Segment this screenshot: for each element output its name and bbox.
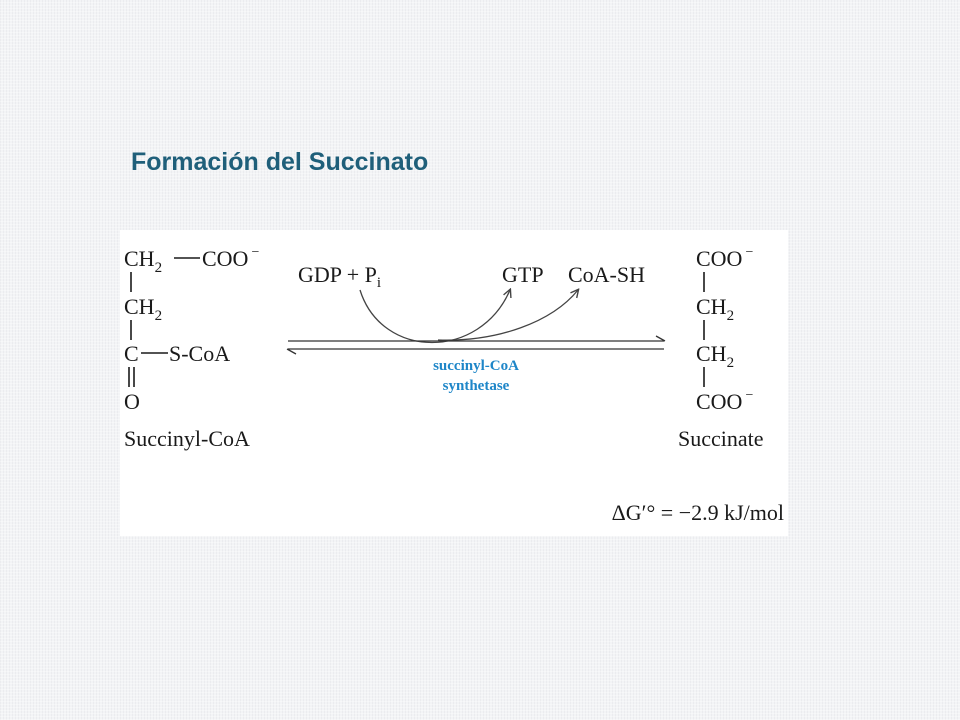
substrate-line1: CH2: [124, 246, 162, 276]
reaction-diagram: CH2 COO− CH2 C S-CoA O Succinyl-CoA GDP …: [120, 230, 788, 536]
substrate-line3-c: C: [124, 341, 139, 366]
substrate-line2: CH2: [124, 294, 162, 324]
curved-arrow-gdp-to-gtp: [359, 290, 510, 344]
coash-label: CoA-SH: [568, 262, 645, 287]
product-line2: CH2: [696, 294, 734, 324]
succinyl-coa-structure: CH2 COO− CH2 C S-CoA O Succinyl-CoA: [124, 245, 259, 451]
enzyme-name-line1: succinyl-CoA: [433, 358, 519, 374]
product-line3: CH2: [696, 341, 734, 371]
product-line1: COO−: [696, 245, 753, 271]
substrate-line1-tail: COO−: [202, 245, 259, 271]
reaction-svg: CH2 COO− CH2 C S-CoA O Succinyl-CoA GDP …: [124, 245, 784, 525]
forward-arrowhead: [655, 335, 666, 342]
curved-arrow-to-coash: [437, 290, 578, 341]
substrate-name: Succinyl-CoA: [124, 426, 250, 451]
gdp-pi-label: GDP + Pi: [298, 262, 381, 291]
succinate-structure: COO− CH2 CH2 COO− Succinate: [678, 245, 764, 451]
substrate-line3-tail: S-CoA: [169, 341, 230, 366]
gtp-label: GTP: [502, 262, 544, 287]
delta-g-value: ΔG′° = −2.9 kJ/mol: [612, 500, 784, 525]
reverse-arrowhead: [286, 348, 297, 355]
product-name: Succinate: [678, 426, 764, 451]
product-line4: COO−: [696, 388, 753, 414]
enzyme-name-line2: synthetase: [443, 378, 510, 394]
substrate-line4: O: [124, 389, 140, 414]
slide-title: Formación del Succinato: [131, 148, 429, 176]
